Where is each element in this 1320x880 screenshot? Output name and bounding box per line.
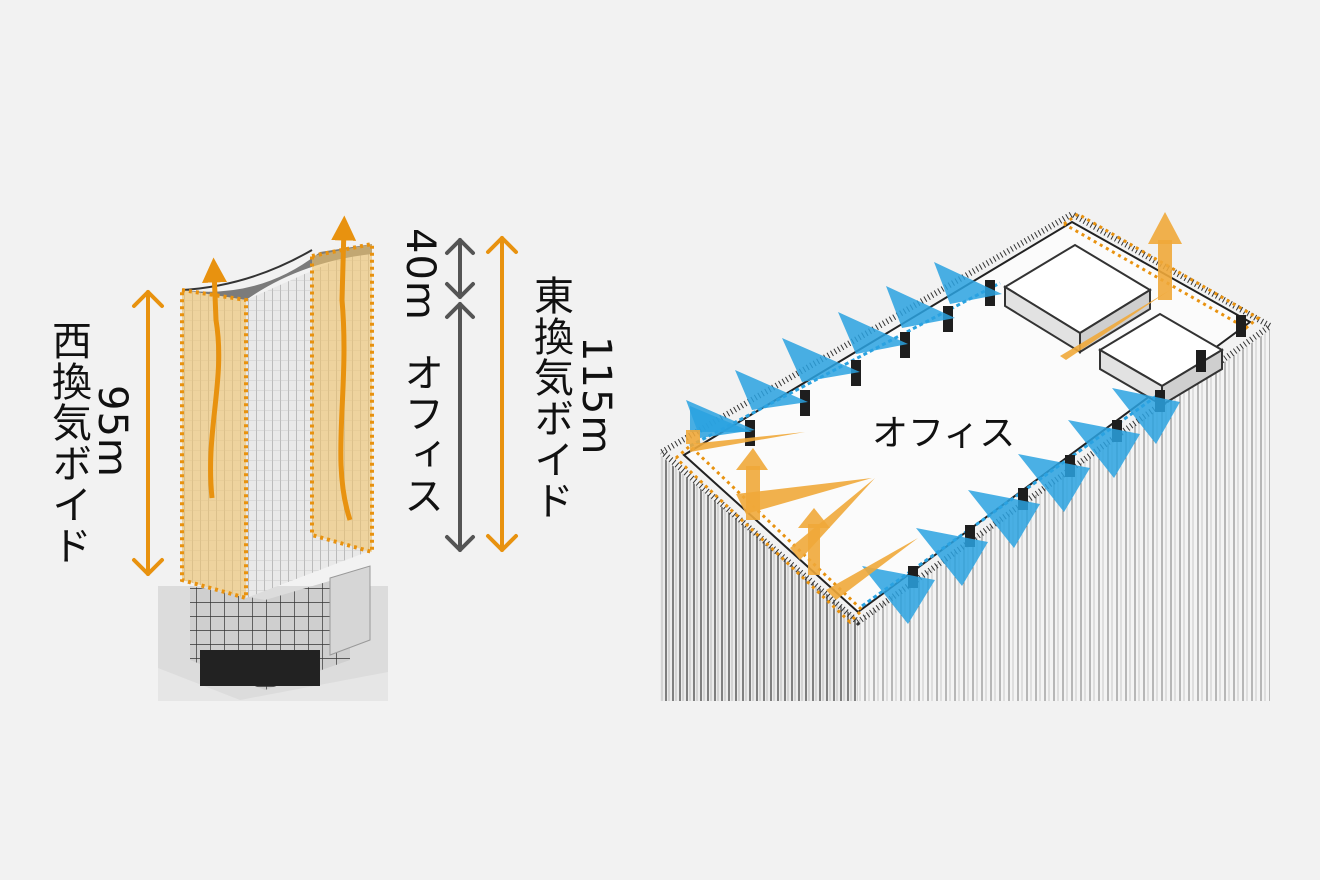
blue-inlet-arrows-south <box>862 388 1180 624</box>
orange-exhaust-arrows <box>686 212 1182 600</box>
east-void-name: 東換気ボイド <box>527 275 573 521</box>
east-void-airflow <box>331 215 357 521</box>
east-void <box>310 215 374 555</box>
office-name: オフィス <box>397 352 443 516</box>
west-facade <box>660 455 858 701</box>
isometric-floor <box>660 210 1276 701</box>
orange-void-band <box>674 212 1261 625</box>
west-void <box>180 257 248 601</box>
blue-inlet-arrows-north <box>686 262 1002 438</box>
east-void-height: 115m <box>573 336 619 456</box>
office-dimension-arrow <box>445 302 475 552</box>
west-void-volume <box>180 287 248 601</box>
west-void-label: 西換気ボイド <box>45 320 91 566</box>
west-void-airflow <box>202 257 227 499</box>
edge-rail <box>660 210 1276 626</box>
entrance <box>200 650 320 686</box>
office-height-label: 40m <box>397 228 443 321</box>
west-void-height: 95m <box>89 385 135 478</box>
west-void-name: 西換気ボイド <box>45 320 91 566</box>
floor-plate-office-label: オフィス <box>872 413 1016 454</box>
west-void-height-label: 95m <box>89 385 135 478</box>
crown-curve <box>181 249 313 291</box>
office-height: 40m <box>397 228 443 321</box>
office-label: オフィス <box>397 352 443 516</box>
east-void-dimension-arrow <box>486 236 518 552</box>
east-void-label: 東換気ボイド <box>527 275 573 521</box>
ground-plane <box>158 668 388 701</box>
office-40m-dimension-arrow <box>445 238 475 299</box>
east-void-height-label: 115m <box>573 336 619 456</box>
podium-side <box>329 565 371 656</box>
west-void-dimension-arrow <box>132 290 164 576</box>
